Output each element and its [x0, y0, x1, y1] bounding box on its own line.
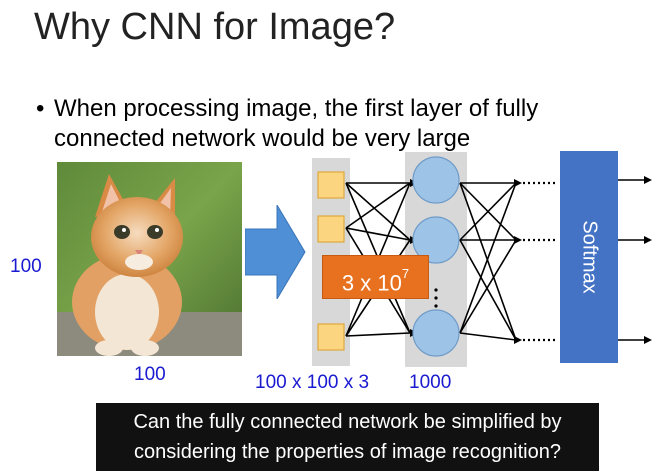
right-arrow-icon [245, 205, 306, 299]
kitten-photo [57, 162, 242, 356]
bullet-text: When processing image, the first layer o… [54, 95, 539, 152]
slide-title: Why CNN for Image? [34, 6, 396, 48]
softmax-label: Softmax [578, 220, 601, 294]
weights-base: 3 x 10 [341, 270, 402, 296]
bullet-symbol: • [36, 95, 45, 122]
question-box: Can the fully connected network be simpl… [96, 403, 599, 471]
image-height-label: 100 [10, 256, 42, 277]
hidden-size-label: 1000 [409, 372, 452, 393]
input-size-label: 100 x 100 x 3 [255, 372, 370, 393]
image-width-label: 100 [134, 364, 166, 385]
softmax-layer: Softmax [560, 151, 618, 363]
weights-exponent: 7 [401, 266, 410, 281]
weights-count-callout: 3 x 107 [322, 255, 429, 299]
